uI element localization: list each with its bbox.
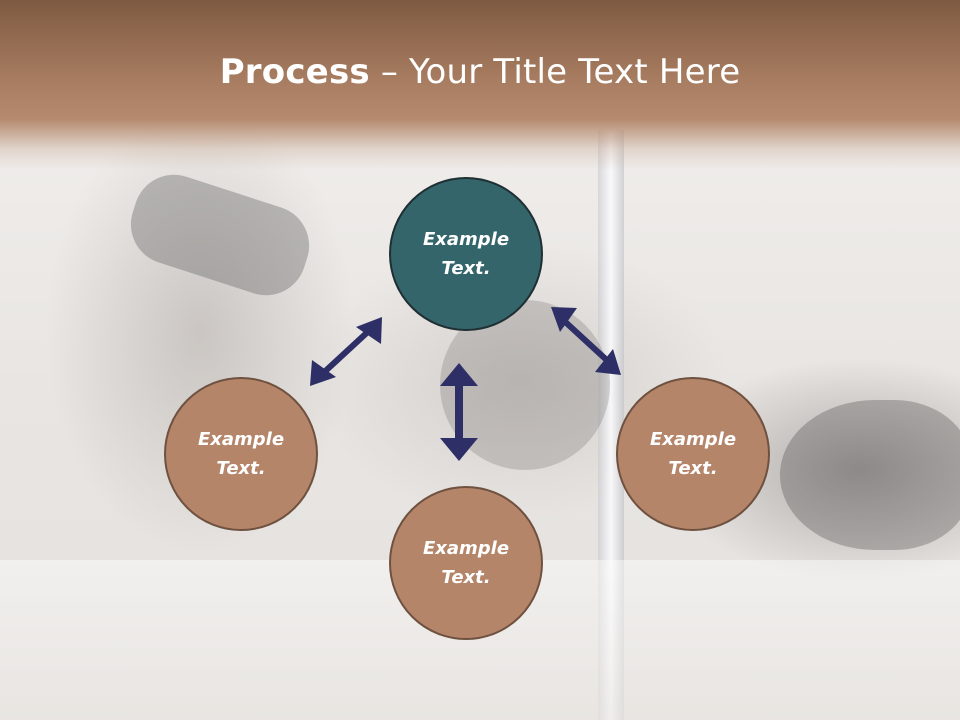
node-top-line1: Example xyxy=(422,229,510,250)
node-left-line2: Text. xyxy=(216,458,266,479)
title-rest: – Your Title Text Here xyxy=(369,52,741,92)
node-bottom-line1: Example xyxy=(422,538,510,559)
background-hair xyxy=(780,400,960,550)
title-bold: Process xyxy=(219,52,370,92)
arrow-top-left xyxy=(310,317,382,386)
arrow-vertical xyxy=(440,363,478,461)
node-right-line2: Text. xyxy=(668,458,718,479)
slide-title: Process – Your Title Text Here xyxy=(0,52,960,92)
node-left-line1: Example xyxy=(197,429,285,450)
title-bar xyxy=(0,0,960,170)
node-right-line1: Example xyxy=(649,429,737,450)
node-top-line2: Text. xyxy=(441,258,491,279)
arrow-top-right xyxy=(551,307,621,375)
node-bottom-line2: Text. xyxy=(441,567,491,588)
